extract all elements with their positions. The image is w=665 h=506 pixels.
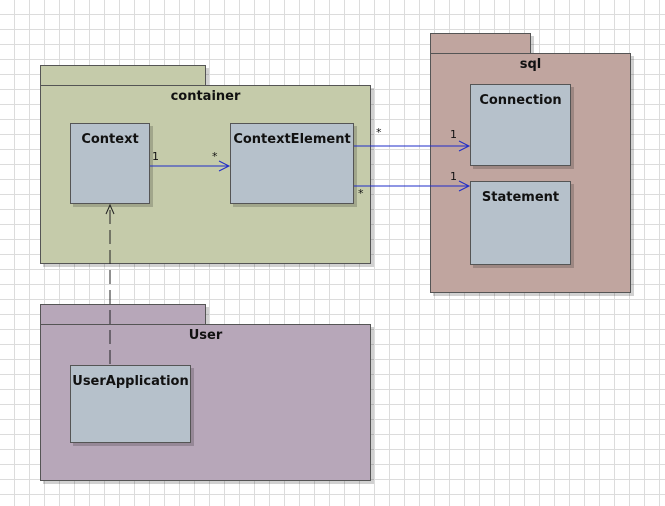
user-application-class-title: UserApplication — [72, 374, 189, 389]
userapp-to-context-dependency[interactable] — [105, 203, 115, 364]
statement-class-title: Statement — [481, 190, 560, 205]
element-to-statement-source-multiplicity: * — [358, 187, 364, 200]
connection-class-title: Connection — [479, 93, 562, 108]
element-to-statement-target-multiplicity: 1 — [450, 170, 457, 183]
context-class-title: Context — [81, 132, 139, 147]
element-to-connection-source-multiplicity: * — [376, 126, 382, 139]
context-to-element-source-multiplicity: 1 — [152, 150, 159, 163]
user-package-title: User — [188, 328, 223, 343]
connection-class[interactable]: Connection — [470, 84, 571, 166]
element-to-statement-association[interactable] — [354, 180, 471, 192]
element-to-connection-association[interactable] — [354, 140, 471, 152]
context-element-class-title: ContextElement — [233, 132, 351, 147]
sql-package-title: sql — [519, 57, 542, 72]
context-to-element-association[interactable] — [150, 160, 231, 172]
context-to-element-target-multiplicity: * — [212, 150, 218, 163]
context-element-class[interactable]: ContextElement — [230, 123, 354, 204]
element-to-connection-target-multiplicity: 1 — [450, 128, 457, 141]
container-package-title: container — [170, 89, 241, 104]
statement-class[interactable]: Statement — [470, 181, 571, 265]
context-class[interactable]: Context — [70, 123, 150, 204]
user-application-class[interactable]: UserApplication — [70, 365, 191, 443]
